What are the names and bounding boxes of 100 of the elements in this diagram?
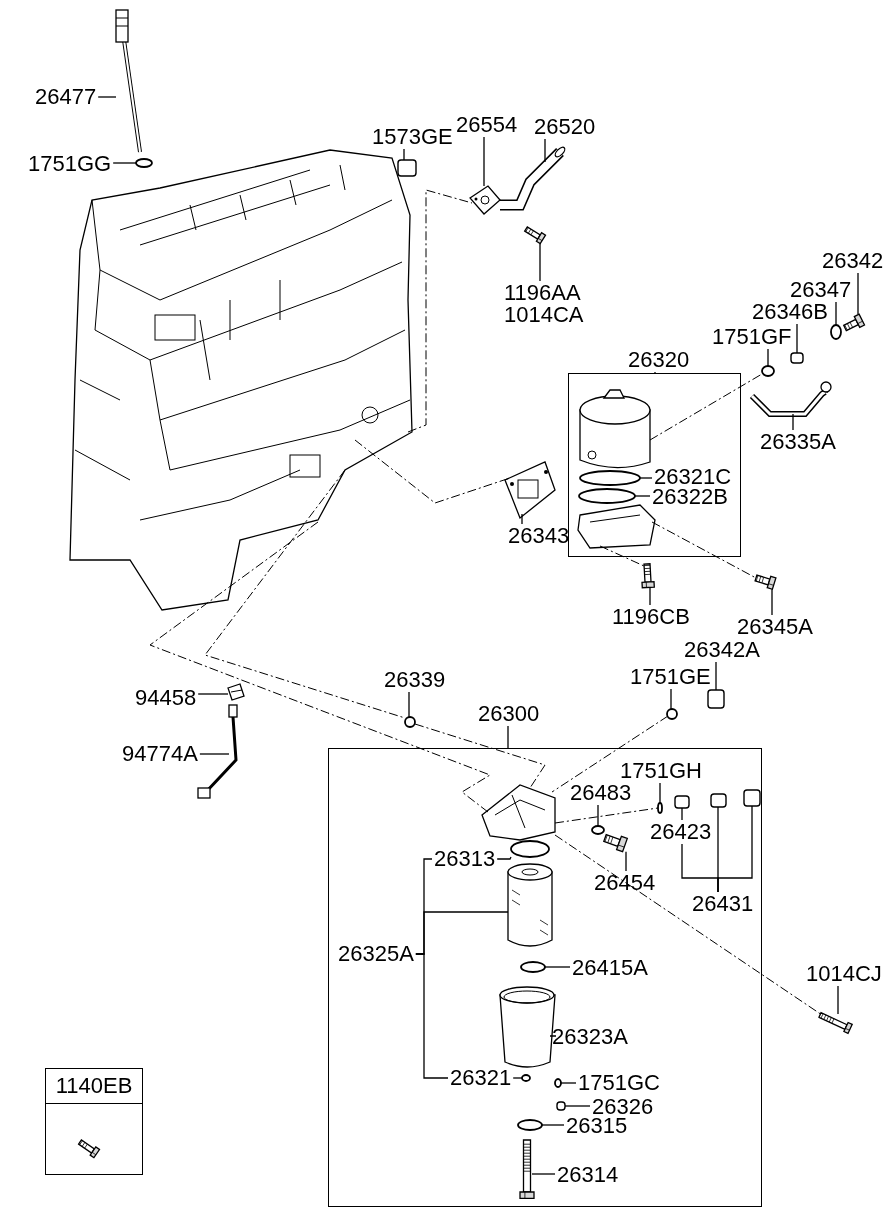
part-frame [45, 1068, 143, 1175]
part-number: 1196AA [504, 282, 582, 304]
part-number: 26322B [652, 486, 728, 508]
o-ring-icon [554, 1078, 562, 1088]
part-number: 26323A [552, 1026, 628, 1048]
part-number: 1751GE [630, 666, 711, 688]
part-number: 26325A [338, 943, 414, 965]
bolt-icon [519, 1139, 535, 1199]
o-ring-icon [510, 840, 550, 858]
centerline [407, 189, 473, 433]
part-number: 1196CB [612, 606, 690, 628]
centerline [649, 373, 763, 441]
centerline [651, 521, 757, 579]
o-ring-icon [761, 365, 775, 377]
part-number: 94774A [122, 743, 198, 765]
centerline [554, 834, 823, 1016]
leader-line [197, 693, 229, 695]
bolt-icon [818, 1011, 854, 1035]
part-number: 1140EB [46, 1069, 142, 1104]
leader-line [521, 513, 523, 525]
part-number: 1751GC [578, 1072, 660, 1094]
leader-line [112, 162, 137, 164]
leader-line [560, 1082, 577, 1084]
filter-housing-drawing [481, 784, 556, 841]
centerline [554, 807, 659, 824]
o-ring-icon [591, 825, 605, 835]
leader-line [403, 148, 405, 161]
plug-icon [743, 789, 761, 807]
bolt-icon [641, 563, 655, 589]
leader-line [715, 661, 717, 691]
leader-line [835, 301, 837, 326]
part-number: 26300 [478, 703, 540, 725]
part-number: 26431 [692, 893, 754, 915]
gasket-icon [504, 461, 556, 520]
o-ring-icon [579, 470, 641, 486]
dipstick-drawing [115, 9, 142, 153]
nut-icon [790, 352, 804, 364]
leader-line [483, 136, 485, 187]
leader-line [837, 985, 839, 1015]
leader-line [792, 413, 794, 431]
part-number: 26346B [752, 301, 828, 323]
cap-icon [397, 159, 417, 177]
o-ring-icon [404, 716, 416, 728]
leader-line [670, 688, 672, 710]
bolt-icon [842, 313, 866, 332]
sensor-icon [227, 683, 245, 701]
part-number: 26423 [650, 821, 712, 843]
part-number: 26321C [654, 466, 732, 488]
leader-line [717, 805, 753, 893]
o-ring-icon [666, 708, 678, 720]
part-number: 1751GF [712, 326, 792, 348]
leader-line [544, 966, 571, 968]
wiring-harness-drawing [197, 704, 238, 799]
part-number: 94458 [135, 687, 197, 709]
o-ring-icon [135, 158, 153, 168]
part-number: 26554 [456, 114, 518, 136]
o-ring-icon [520, 961, 546, 973]
centerline [599, 545, 645, 567]
part-number: 26313 [434, 848, 496, 870]
leader-line [549, 1035, 557, 1037]
part-number: 26454 [594, 872, 656, 894]
part-number: 26315 [566, 1115, 628, 1137]
part-number: 26520 [534, 116, 596, 138]
leader-line [634, 495, 651, 497]
part-number: 26477 [35, 86, 97, 108]
leader-line [796, 323, 798, 354]
leader-line [531, 1173, 556, 1175]
part-number: 1573GE [372, 126, 453, 148]
part-number: 26314 [557, 1164, 619, 1186]
leader-line [496, 856, 512, 860]
bolt-icon [556, 1101, 566, 1111]
part-number: 1014CA [504, 304, 584, 326]
centerline [149, 521, 491, 813]
o-ring-icon [521, 1074, 531, 1082]
leader-line [512, 1077, 523, 1079]
part-number: 26342 [822, 250, 884, 272]
part-number: 26326 [592, 1096, 654, 1118]
gasket-icon [469, 185, 501, 215]
leader-line [625, 851, 627, 872]
bolt-icon [754, 574, 777, 591]
leader-line [639, 477, 653, 479]
part-number: 1751GG [28, 153, 112, 175]
part-number: 26335A [760, 431, 836, 453]
o-ring-icon [578, 488, 636, 504]
leader-line [541, 1124, 565, 1126]
part-number: 26483 [570, 782, 632, 804]
part-number: 1751GH [620, 760, 702, 782]
part-number: 26415A [572, 957, 648, 979]
part-number: 1014CJ [806, 963, 882, 985]
leader-line [97, 96, 117, 98]
leader-line [659, 782, 661, 804]
leader-line [857, 272, 859, 315]
o-ring-icon [657, 802, 663, 814]
leader-line [771, 588, 773, 616]
centerline [551, 715, 669, 793]
leader-line [544, 138, 546, 163]
centerline [354, 439, 511, 504]
plug-icon [710, 793, 727, 808]
leader-line [539, 242, 541, 282]
part-number: 26339 [384, 669, 446, 691]
